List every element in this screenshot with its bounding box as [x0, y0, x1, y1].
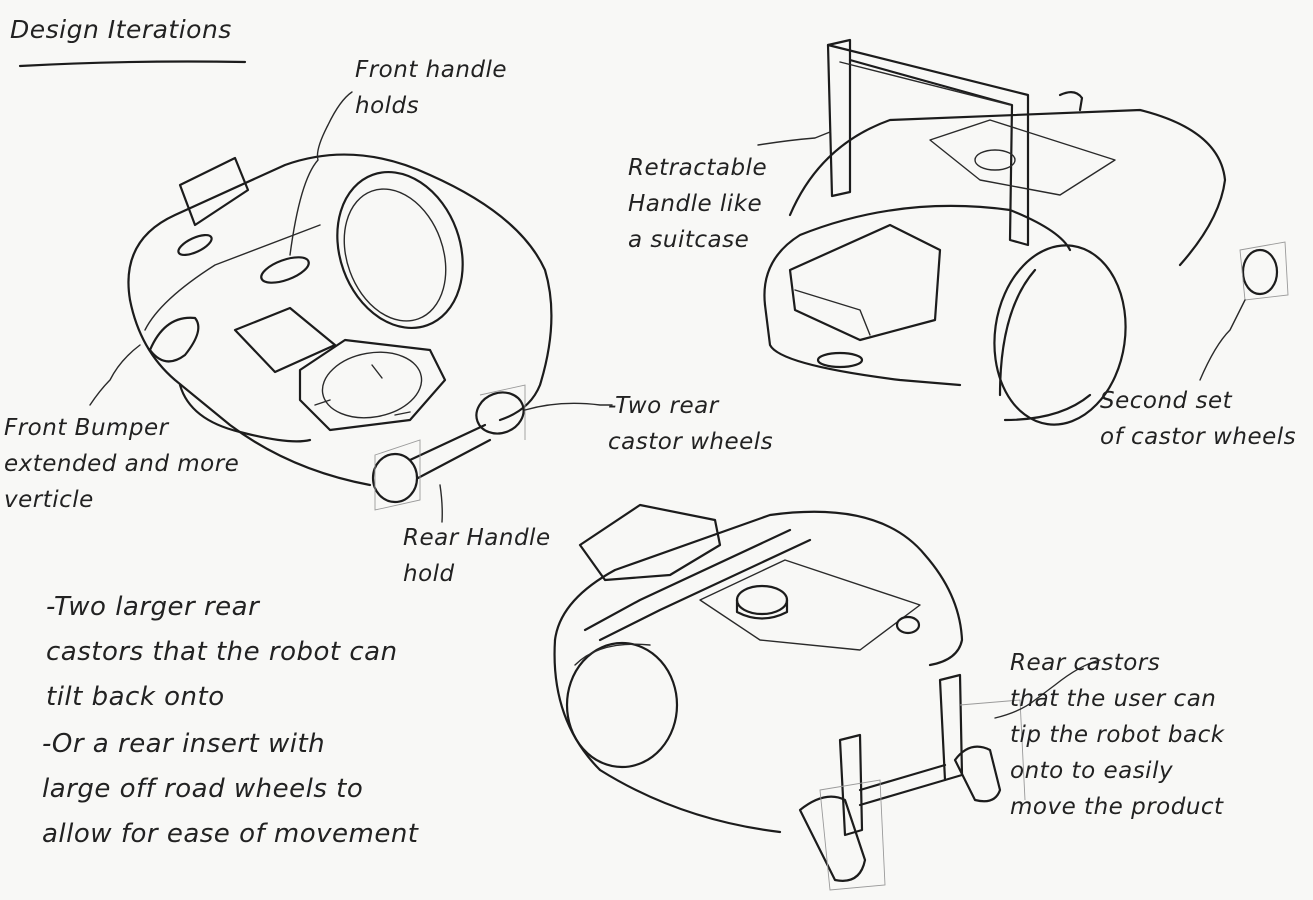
label-rear-handle: Rear Handle hold	[403, 525, 551, 587]
label-front-handle: Front handle holds	[355, 57, 508, 119]
title-underline	[18, 60, 247, 68]
page-title: Design Iterations	[10, 15, 232, 44]
label-two-rear-castor: -Two rear castor wheels	[608, 393, 774, 455]
robot-sketch-rear-castors	[553, 503, 1101, 891]
note-rear-insert: -Or a rear insert with large off road wh…	[42, 729, 419, 849]
robot-sketch-retractable	[757, 38, 1289, 426]
label-front-bumper: Front Bumper extended and more verticle	[4, 415, 240, 513]
label-retractable-handle: Retractable Handle like a suitcase	[628, 155, 768, 253]
robot-sketch-underside	[89, 91, 613, 523]
label-second-set: Second set of castor wheels	[1100, 388, 1297, 450]
note-larger-castors: -Two larger rear castors that the robot …	[46, 592, 398, 712]
label-rear-castors-tip: Rear castors that the user can tip the r…	[1010, 650, 1225, 820]
